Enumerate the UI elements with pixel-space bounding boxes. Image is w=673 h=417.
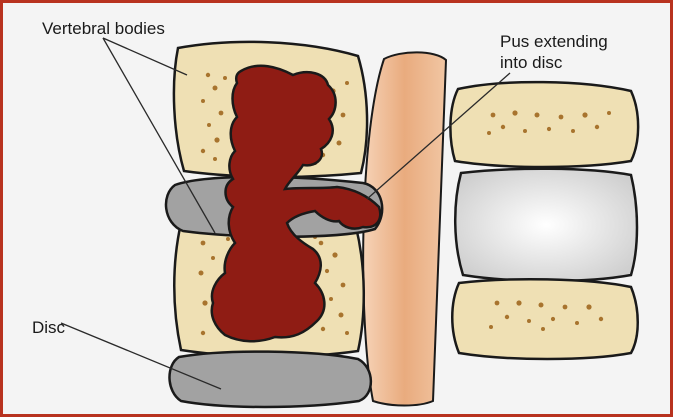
pointer-vertebral-upper xyxy=(103,38,187,75)
label-pus-line1: Pus extending xyxy=(500,31,608,52)
label-disc: Disc xyxy=(32,317,65,338)
vertebral-body-lower-right xyxy=(452,279,638,359)
label-pus-line2: into disc xyxy=(500,52,562,73)
vertebral-body-upper-right xyxy=(450,82,638,167)
lower-disc xyxy=(169,352,370,407)
healthy-disc xyxy=(455,169,637,281)
label-vertebral-bodies: Vertebral bodies xyxy=(42,18,165,39)
spine-illustration xyxy=(3,3,670,414)
